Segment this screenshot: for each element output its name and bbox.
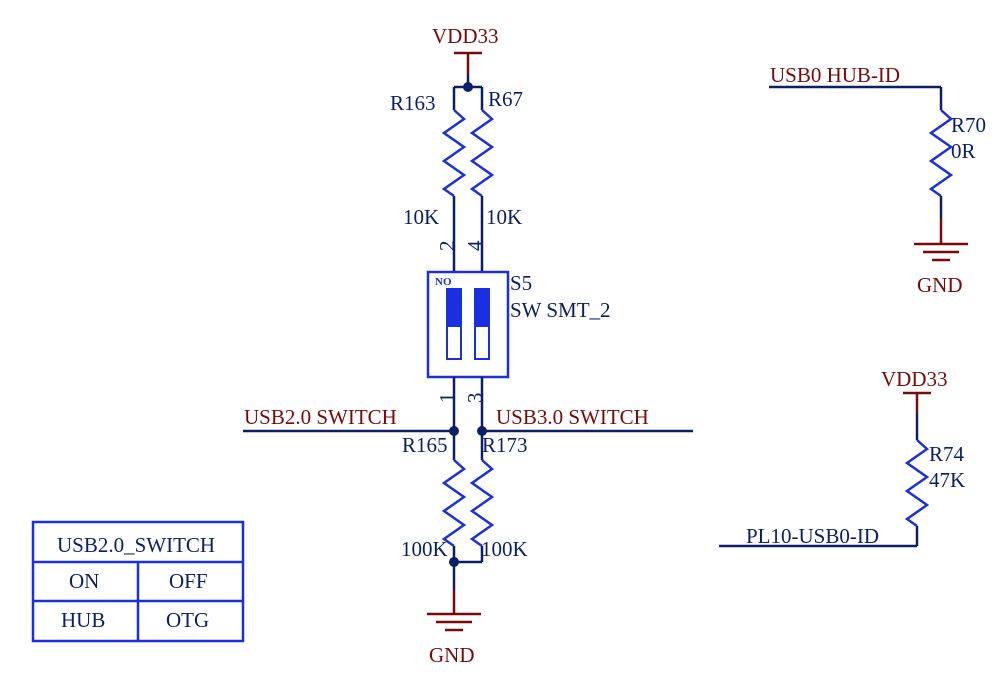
usb3-switch-label: USB3.0 SWITCH	[496, 405, 649, 429]
gnd-bottom-label: GND	[429, 643, 475, 667]
gnd-bottom-symbol	[427, 590, 481, 632]
r173-ref: R173	[482, 433, 528, 457]
usb2-switch-table	[31, 520, 245, 643]
vdd33-right-label: VDD33	[881, 367, 948, 391]
pin-4-label: 4	[463, 240, 487, 251]
s5-no-marker: NO	[435, 276, 452, 288]
r67-ref: R67	[488, 87, 523, 111]
pin-1-label: 1	[435, 393, 459, 404]
r70-ref: R70	[951, 113, 986, 137]
table-title: USB2.0_SWITCH	[57, 533, 215, 557]
vdd33-top-symbol	[454, 51, 482, 87]
r70-value: 0R	[951, 139, 976, 163]
r74-value: 47K	[929, 468, 965, 492]
resistor-r67	[469, 109, 495, 198]
table-cell-off: OFF	[169, 569, 208, 593]
table-cell-otg: OTG	[166, 608, 209, 632]
s5-value: SW SMT_2	[510, 298, 611, 322]
usb0-hub-id-label: USB0 HUB-ID	[770, 63, 900, 87]
resistor-r173	[469, 459, 495, 548]
pin-3-label: 3	[463, 393, 487, 404]
resistor-r74	[904, 439, 930, 528]
pin-2-label: 2	[435, 241, 459, 252]
r173-value: 100K	[481, 537, 528, 561]
s5-ref: S5	[510, 271, 532, 295]
vdd33-top-label: VDD33	[432, 24, 499, 48]
r74-ref: R74	[929, 442, 965, 466]
resistor-r163	[441, 109, 467, 198]
junction-usb3	[477, 426, 487, 436]
r163-value: 10K	[403, 205, 439, 229]
r165-ref: R165	[402, 433, 448, 457]
resistor-r165	[441, 459, 467, 548]
r67-value: 10K	[486, 205, 522, 229]
bottom-bus-wire	[452, 546, 484, 590]
vdd33-right-symbol	[903, 391, 931, 440]
junction-usb2	[449, 426, 459, 436]
junction-top	[463, 82, 473, 92]
junction-bottom	[449, 557, 459, 567]
usb2-switch-label: USB2.0 SWITCH	[244, 405, 397, 429]
gnd-right-symbol	[914, 218, 968, 262]
table-cell-on: ON	[69, 569, 99, 593]
table-cell-hub: HUB	[61, 608, 105, 632]
r163-ref: R163	[390, 91, 436, 115]
resistor-r70	[928, 109, 954, 198]
gnd-right-label: GND	[917, 273, 963, 297]
switch-s5	[426, 270, 510, 379]
r165-value: 100K	[401, 537, 448, 561]
pl10-usb0-id-label: PL10-USB0-ID	[746, 524, 879, 548]
